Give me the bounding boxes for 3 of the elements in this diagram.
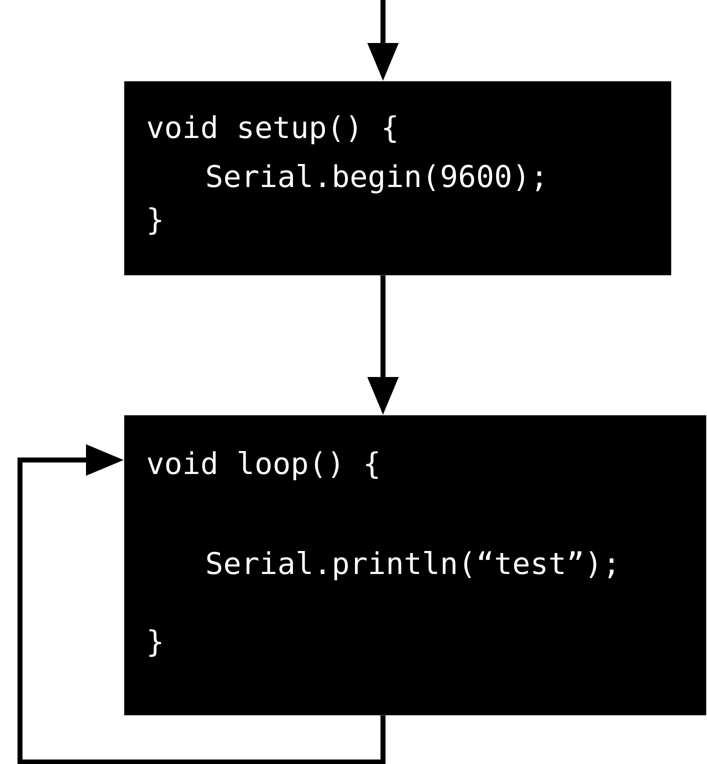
code-box: void loop() { Serial.println(“test”); } bbox=[124, 415, 706, 716]
arrow bbox=[18, 444, 386, 764]
code-box: void setup() { Serial.begin(9600); } bbox=[124, 81, 672, 276]
